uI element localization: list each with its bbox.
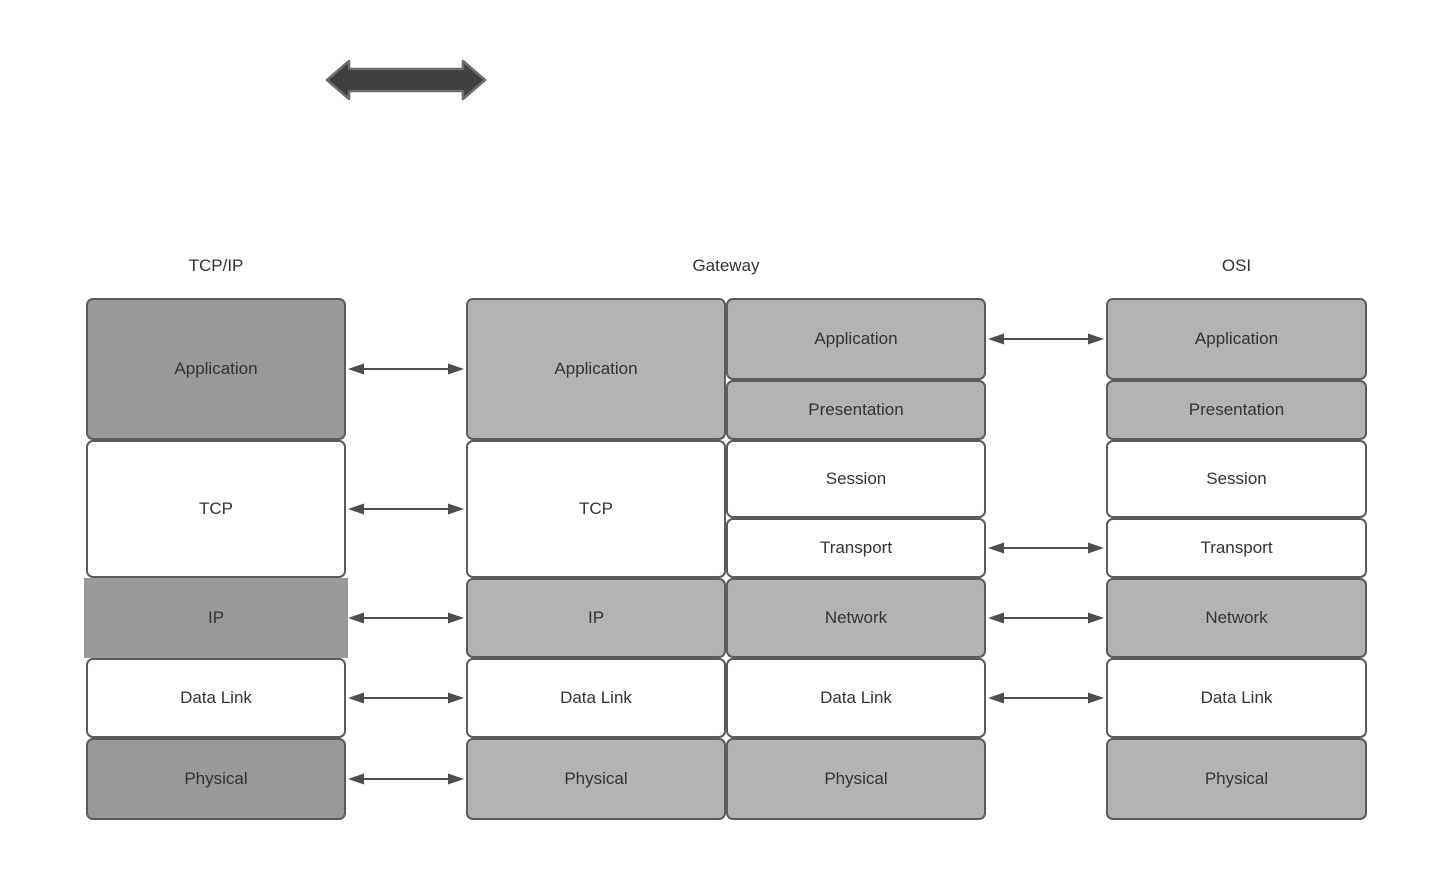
layer-box-gateway-left-ip: IP xyxy=(466,578,726,658)
layer-box-gateway-right-application: Application xyxy=(726,298,986,380)
arrow-gateway-osi-application-icon xyxy=(988,333,1104,345)
layer-box-gateway-left-application: Application xyxy=(466,298,726,440)
layer-box-gateway-left-physical: Physical xyxy=(466,738,726,820)
layer-box-gateway-right-network: Network xyxy=(726,578,986,658)
layer-box-osi-physical: Physical xyxy=(1106,738,1367,820)
arrow-tcpip-gateway-physical-icon xyxy=(348,773,464,785)
layer-box-tcpip-tcp: TCP xyxy=(86,440,346,578)
layer-box-gateway-left-data-link: Data Link xyxy=(466,658,726,738)
layer-box-gateway-right-presentation: Presentation xyxy=(726,380,986,440)
column-title-tcpip: TCP/IP xyxy=(188,256,244,275)
arrow-gateway-osi-network-icon xyxy=(988,612,1104,624)
layer-box-osi-presentation: Presentation xyxy=(1106,380,1367,440)
column-title-osi: OSI xyxy=(1221,256,1252,275)
layer-box-tcpip-data-link: Data Link xyxy=(86,658,346,738)
layer-box-tcpip-application: Application xyxy=(86,298,346,440)
thick-double-arrow-icon xyxy=(325,59,487,101)
arrow-gateway-osi-data-link-icon xyxy=(988,692,1104,704)
layer-box-osi-data-link: Data Link xyxy=(1106,658,1367,738)
arrow-tcpip-gateway-ip-icon xyxy=(348,612,464,624)
arrow-tcpip-gateway-application-icon xyxy=(348,363,464,375)
arrow-tcpip-gateway-data-link-icon xyxy=(348,692,464,704)
arrow-tcpip-gateway-tcp-icon xyxy=(348,503,464,515)
layer-box-gateway-right-physical: Physical xyxy=(726,738,986,820)
layer-box-gateway-right-transport: Transport xyxy=(726,518,986,578)
layer-box-gateway-right-session: Session xyxy=(726,440,986,518)
layer-box-tcpip-ip: IP xyxy=(84,578,348,658)
layer-box-osi-network: Network xyxy=(1106,578,1367,658)
arrow-gateway-osi-transport-icon xyxy=(988,542,1104,554)
layer-box-tcpip-physical: Physical xyxy=(86,738,346,820)
layer-box-osi-application: Application xyxy=(1106,298,1367,380)
layer-box-osi-session: Session xyxy=(1106,440,1367,518)
layer-box-osi-transport: Transport xyxy=(1106,518,1367,578)
layer-box-gateway-right-data-link: Data Link xyxy=(726,658,986,738)
layer-box-gateway-left-tcp: TCP xyxy=(466,440,726,578)
column-title-gateway: Gateway xyxy=(692,256,760,275)
